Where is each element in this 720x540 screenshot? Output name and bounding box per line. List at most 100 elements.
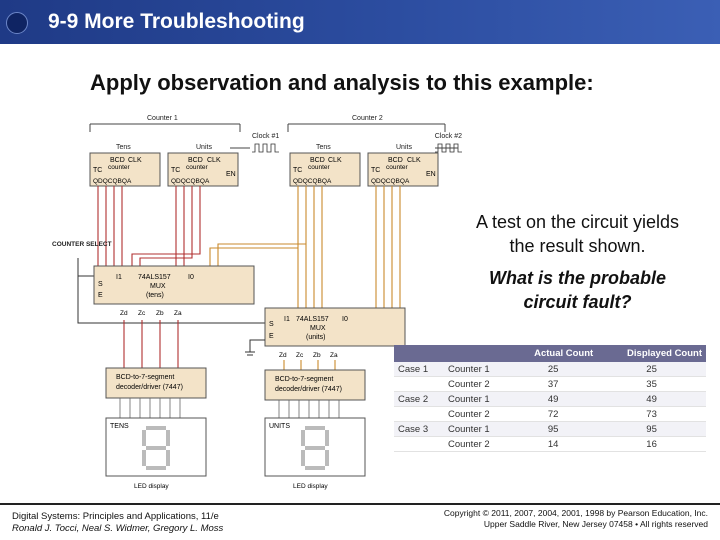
mux-chip: 74ALS157: [138, 274, 171, 281]
circuit-diagram: Counter 1 Counter 2 Clock #1 Clock #2 Te…: [52, 115, 462, 490]
mux-word: MUX: [310, 325, 326, 332]
mux-chip: 74ALS157: [296, 316, 329, 323]
mux-i1: I1: [284, 316, 290, 323]
footer-left: Digital Systems: Principles and Applicat…: [12, 511, 223, 535]
counter1-units-chip: Units BCD CLK counter TC EN QDQCQBQA: [167, 144, 239, 187]
slide-title: 9-9 More Troubleshooting: [48, 10, 305, 33]
footer-divider: [0, 503, 720, 505]
decoder-display-wires: [119, 398, 340, 418]
mux-word: MUX: [150, 283, 166, 290]
chip-outputs: QDQCQBQA: [93, 178, 132, 185]
mux-i0: I0: [342, 316, 348, 323]
cell-actual: 14: [509, 436, 598, 452]
tens-display-label: TENS: [110, 423, 129, 430]
slide-subtitle: Apply observation and analysis to this e…: [90, 70, 594, 95]
cell-counter: Counter 1: [443, 421, 510, 437]
clock1-label: Clock #1: [252, 133, 279, 140]
table-row: Case 1 Counter 1 25 25: [394, 362, 706, 377]
led-display-label: LED display: [293, 483, 328, 490]
cell-case: [394, 436, 444, 452]
chip-en: EN: [226, 171, 236, 178]
tens-display: TENS LED display: [105, 417, 207, 490]
chip-outputs: QDQCQBQA: [371, 178, 410, 185]
mux-zd: Zd: [120, 310, 128, 317]
header-counter: [443, 345, 510, 362]
chip-clk: CLK: [328, 157, 342, 164]
chip-clk: CLK: [207, 157, 221, 164]
counter1-label: Counter 1: [147, 115, 178, 122]
mux-i0: I0: [188, 274, 194, 281]
chip-tc: TC: [171, 167, 180, 174]
chip-clk: CLK: [128, 157, 142, 164]
counter2-bus: [209, 186, 401, 308]
footer-right: Copyright © 2011, 2007, 2004, 2001, 1998…: [444, 508, 708, 530]
bullet-icon: [6, 12, 28, 34]
chip-counter: counter: [108, 164, 131, 171]
chip-counter: counter: [308, 164, 331, 171]
cell-case: Case 3: [394, 421, 444, 437]
chip-outputs: QDQCQBQA: [171, 178, 210, 185]
mux-label: (tens): [146, 292, 164, 299]
cell-displayed: 73: [597, 406, 706, 422]
units-label: Units: [196, 144, 212, 151]
question-text: What is the probable circuit fault?: [488, 268, 666, 312]
ground-line: [249, 339, 265, 352]
chip-en: EN: [426, 171, 436, 178]
results-table: Actual Count Displayed Count Case 1 Coun…: [394, 345, 706, 452]
led-display-label: LED display: [134, 483, 169, 490]
mux-i1: I1: [116, 274, 122, 281]
chip-counter: counter: [386, 164, 409, 171]
clock2-label: Clock #2: [435, 133, 462, 140]
footer-publisher: Upper Saddle River, New Jersey 07458 • A…: [483, 519, 708, 529]
mux-zc: Zc: [138, 310, 146, 317]
decoder-text2: decoder/driver (7447): [116, 384, 183, 391]
decoder-text1: BCD-to-7-segment: [275, 376, 333, 383]
decoder-tens: BCD-to-7-segment decoder/driver (7447): [105, 367, 207, 399]
header-actual-count: Actual Count: [509, 345, 598, 362]
tens-label: Tens: [116, 144, 131, 151]
footer-book: Digital Systems: Principles and Applicat…: [12, 511, 219, 522]
tens-label: Tens: [316, 144, 331, 151]
cell-case: Case 1: [394, 362, 444, 377]
mux-e: E: [98, 292, 103, 299]
table-row: Counter 2 72 73: [394, 406, 706, 422]
result-text: A test on the circuit yields the result …: [475, 212, 680, 256]
mux-e: E: [269, 333, 274, 340]
cell-displayed: 35: [597, 376, 706, 392]
select-line-units: [77, 276, 265, 324]
title-bar: 9-9 More Troubleshooting: [0, 0, 720, 44]
header-displayed-count: Displayed Count: [597, 345, 706, 362]
tens-output-bus: [123, 320, 179, 368]
counter2-label: Counter 2: [352, 115, 383, 122]
chip-counter: counter: [186, 164, 209, 171]
counter-select-text: COUNTER SELECT: [52, 241, 112, 248]
chip-bcd: BCD: [188, 157, 203, 164]
clock1-waveform: [252, 143, 279, 153]
decoder-text2: decoder/driver (7447): [275, 386, 342, 393]
mux-zd: Zd: [279, 352, 287, 359]
units-output-bus: [283, 360, 336, 370]
cell-actual: 37: [509, 376, 598, 392]
chip-clk: CLK: [407, 157, 421, 164]
mux-s: S: [98, 281, 103, 288]
table-header-row: Actual Count Displayed Count: [394, 345, 706, 362]
footer-copyright: Copyright © 2011, 2007, 2004, 2001, 1998…: [443, 508, 708, 518]
decoder-text1: BCD-to-7-segment: [116, 374, 174, 381]
cell-actual: 72: [509, 406, 598, 422]
cell-displayed: 95: [597, 421, 706, 437]
chip-tc: TC: [93, 167, 102, 174]
cell-counter: Counter 1: [443, 391, 510, 407]
clock2-waveform: [435, 143, 462, 153]
cell-case: [394, 376, 444, 392]
seven-segment-units: [301, 426, 329, 470]
table-row: Counter 2 14 16: [394, 436, 706, 452]
table-row: Counter 2 37 35: [394, 376, 706, 392]
counter2-tens-chip: Tens BCD CLK counter TC QDQCQBQA: [289, 144, 361, 187]
cell-counter: Counter 2: [443, 436, 510, 452]
mux-zb: Zb: [156, 310, 164, 317]
mux-s: S: [269, 321, 274, 328]
counter-select-label: COUNTER SELECT: [52, 241, 112, 248]
select-line: [77, 258, 94, 277]
footer-authors: Ronald J. Tocci, Neal S. Widmer, Gregory…: [12, 523, 224, 534]
units-label: Units: [396, 144, 412, 151]
